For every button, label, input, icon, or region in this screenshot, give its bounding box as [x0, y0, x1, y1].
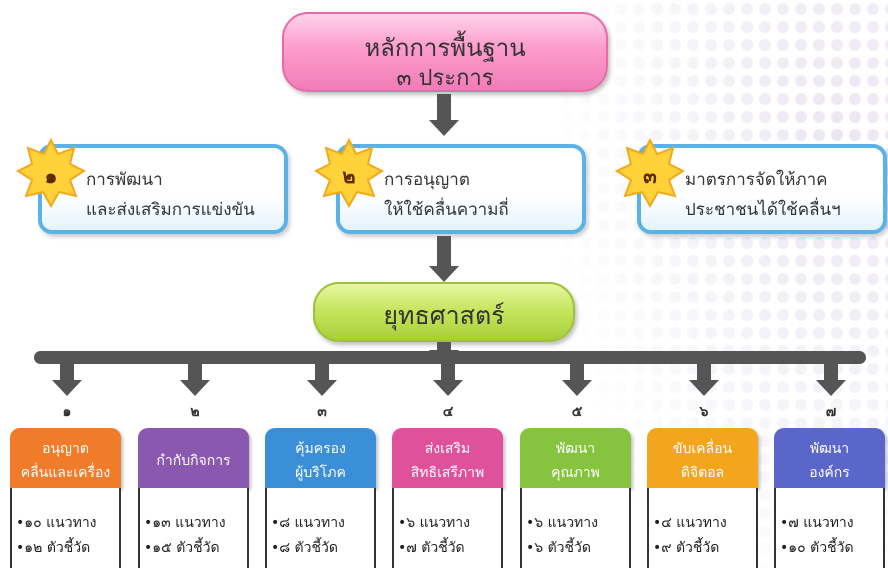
indicator-count: •๙ ตัวชี้วัด: [653, 540, 720, 556]
strategy-column-header: ขับเคลื่อน ดิจิตอล: [647, 428, 758, 488]
guideline-count: •๔ แนวทาง: [653, 515, 727, 531]
principle-box-2: ๒ การอนุญาต ให้ใช้คลื่นความถี่: [313, 137, 586, 234]
principle-line-1: การพัฒนา: [86, 170, 163, 190]
principle-line-2: และส่งเสริมการแข่งขัน: [86, 200, 255, 220]
strategy-number-6: ๖: [699, 404, 709, 420]
indicator-count: •๑๐ ตัวชี้วัด: [780, 540, 854, 556]
star-badge-icon: ๒: [313, 137, 385, 209]
indicator-count: •๑๒ ตัวชี้วัด: [16, 540, 91, 556]
column-header-line-1: ส่งเสริม: [424, 441, 471, 457]
arrow-principles-to-strategy: [429, 236, 459, 282]
column-header-line-2: สิทธิเสรีภาพ: [410, 465, 485, 481]
column-header-line-1: คุ้มครอง: [295, 441, 346, 457]
indicator-count: •๑๕ ตัวชี้วัด: [144, 540, 220, 556]
arrow-down-6: [689, 362, 719, 396]
guideline-count: •๘ แนวทาง: [271, 515, 345, 531]
star-badge-icon: ๓: [614, 137, 686, 209]
strategy-column-body: •๘ แนวทาง •๘ ตัวชี้วัด: [265, 488, 376, 568]
strategy-column-body: •๖ แนวทาง •๗ ตัวชี้วัด: [392, 488, 503, 568]
principle-line-1: การอนุญาต: [384, 170, 470, 190]
column-header-line-1: กำกับกิจการ: [156, 453, 231, 469]
strategy-number-2: ๒: [190, 404, 200, 420]
indicator-count: •๗ ตัวชี้วัด: [398, 540, 465, 556]
principle-line-2: ประชาชนได้ใช้คลื่นฯ: [685, 200, 841, 220]
column-header-line-1: อนุญาต: [42, 441, 89, 457]
principle-number: ๑: [44, 164, 58, 188]
principle-box-3: ๓ มาตรการจัดให้ภาค ประชาชนได้ใช้คลื่นฯ: [614, 137, 887, 234]
strategy-column-header: พัฒนา คุณภาพ: [520, 428, 631, 488]
principles-header: หลักการพื้นฐาน ๓ ประการ: [282, 12, 608, 92]
strategy-number-3: ๓: [317, 404, 327, 420]
arrow-header-to-principles: [429, 94, 459, 136]
principle-box-1: ๑ การพัฒนา และส่งเสริมการแข่งขัน: [15, 137, 288, 234]
guideline-count: •๗ แนวทาง: [780, 515, 854, 531]
column-header-line-1: พัฒนา: [809, 441, 850, 457]
strategy-column-header: กำกับกิจการ: [138, 428, 249, 488]
indicator-count: •๘ ตัวชี้วัด: [271, 540, 338, 556]
column-header-line-2: คุณภาพ: [551, 465, 600, 481]
strategy-column-header: ส่งเสริม สิทธิเสรีภาพ: [392, 428, 503, 488]
guideline-count: •๖ แนวทาง: [398, 515, 470, 531]
strategy-column-body: •๖ แนวทาง •๖ ตัวชี้วัด: [520, 488, 631, 568]
strategy-column-3: คุ้มครอง ผู้บริโภค •๘ แนวทาง •๘ ตัวชี้วั…: [265, 428, 376, 568]
column-header-line-2: ดิจิตอล: [680, 465, 725, 481]
principle-number: ๒: [342, 164, 356, 188]
strategy-pill: ยุทธศาสตร์: [313, 282, 575, 342]
strategy-column-body: •๗ แนวทาง •๑๐ ตัวชี้วัด: [774, 488, 885, 568]
strategy-column-body: •๑๐ แนวทาง •๑๒ ตัวชี้วัด: [10, 488, 121, 568]
strategy-number-7: ๗: [825, 404, 837, 420]
guideline-count: •๑๐ แนวทาง: [16, 515, 97, 531]
column-header-line-2: คลื่นและเครื่อง: [20, 465, 111, 481]
strategy-number-1: ๑: [62, 404, 72, 420]
strategy-number-4: ๔: [442, 404, 454, 420]
strategy-label: ยุทธศาสตร์: [383, 301, 505, 330]
arrow-down-1: [52, 362, 82, 396]
strategy-number-5: ๕: [571, 404, 583, 420]
column-header-line-2: ผู้บริโภค: [295, 465, 346, 481]
strategy-column-body: •๔ แนวทาง •๙ ตัวชี้วัด: [647, 488, 758, 568]
column-header-line-1: พัฒนา: [555, 441, 596, 457]
header-line-2: ๓ ประการ: [396, 66, 494, 91]
guideline-count: •๑๓ แนวทาง: [144, 515, 226, 531]
indicator-count: •๖ ตัวชี้วัด: [526, 540, 592, 556]
strategy-column-header: พัฒนา องค์กร: [774, 428, 885, 488]
strategy-column-7: พัฒนา องค์กร •๗ แนวทาง •๑๐ ตัวชี้วัด: [774, 428, 885, 568]
principle-line-2: ให้ใช้คลื่นความถี่: [384, 200, 509, 220]
principle-line-1: มาตรการจัดให้ภาค: [685, 170, 828, 190]
principle-number: ๓: [643, 164, 657, 188]
strategy-column-body: •๑๓ แนวทาง •๑๕ ตัวชี้วัด: [138, 488, 249, 568]
star-badge-icon: ๑: [15, 137, 87, 209]
strategy-column-2: กำกับกิจการ •๑๓ แนวทาง •๑๕ ตัวชี้วัด: [138, 428, 249, 568]
arrow-down-7: [816, 362, 846, 396]
header-line-1: หลักการพื้นฐาน: [364, 34, 526, 62]
column-header-line-2: องค์กร: [809, 465, 850, 481]
arrow-down-2: [180, 362, 210, 396]
column-header-line-1: ขับเคลื่อน: [672, 441, 733, 457]
arrow-down-5: [562, 362, 592, 396]
guideline-count: •๖ แนวทาง: [526, 515, 598, 531]
horizontal-connector-bar: [34, 351, 866, 364]
strategy-column-5: พัฒนา คุณภาพ •๖ แนวทาง •๖ ตัวชี้วัด: [520, 428, 631, 568]
strategy-column-header: คุ้มครอง ผู้บริโภค: [265, 428, 376, 488]
strategy-column-header: อนุญาต คลื่นและเครื่อง: [10, 428, 121, 488]
strategy-column-4: ส่งเสริม สิทธิเสรีภาพ •๖ แนวทาง •๗ ตัวชี…: [392, 428, 503, 568]
strategy-column-1: อนุญาต คลื่นและเครื่อง •๑๐ แนวทาง •๑๒ ตั…: [10, 428, 121, 568]
arrow-down-4: [433, 362, 463, 396]
arrow-down-3: [307, 362, 337, 396]
strategy-column-6: ขับเคลื่อน ดิจิตอล •๔ แนวทาง •๙ ตัวชี้วั…: [647, 428, 758, 568]
